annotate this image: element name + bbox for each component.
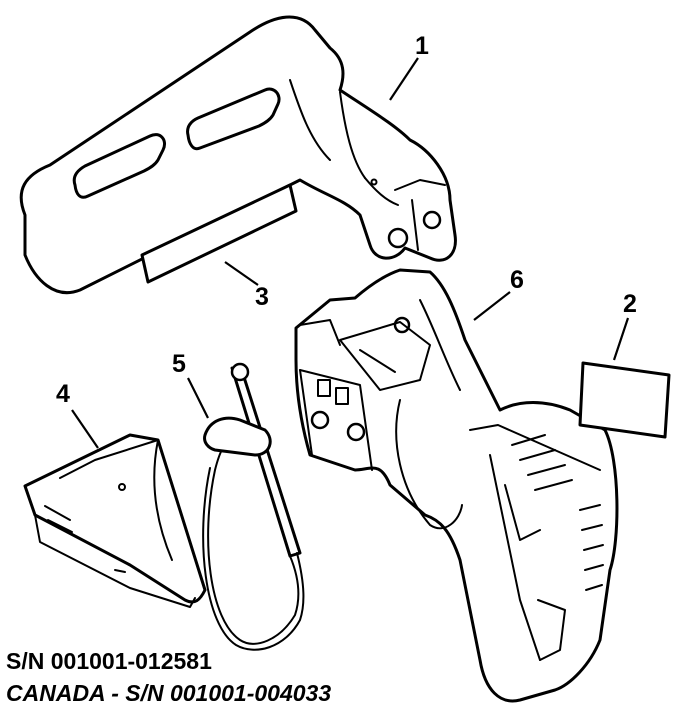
callout-5: 5 [172, 350, 186, 378]
leader-line-4 [71, 409, 99, 449]
part-1-bar-cover [19, 15, 457, 295]
callout-1: 1 [415, 32, 429, 60]
serial-number-range: S/N 001001-012581 [6, 648, 212, 674]
leader-line-3 [224, 261, 259, 286]
callout-6: 6 [510, 266, 524, 294]
leader-line-6 [473, 291, 511, 321]
leader-line-5 [187, 377, 209, 419]
part-3-decal [140, 183, 298, 284]
part-4-bracket [23, 433, 207, 608]
callout-4: 4 [56, 380, 70, 408]
part-5-brake-band [202, 362, 305, 651]
part-6-clutch-cover [294, 268, 619, 703]
leader-line-2 [612, 317, 630, 361]
part-2-decal [578, 361, 671, 439]
callout-2: 2 [623, 290, 637, 318]
leader-line-1 [389, 57, 419, 101]
canada-serial-number-range: CANADA - S/N 001001-004033 [6, 680, 332, 706]
callout-3: 3 [255, 283, 269, 311]
